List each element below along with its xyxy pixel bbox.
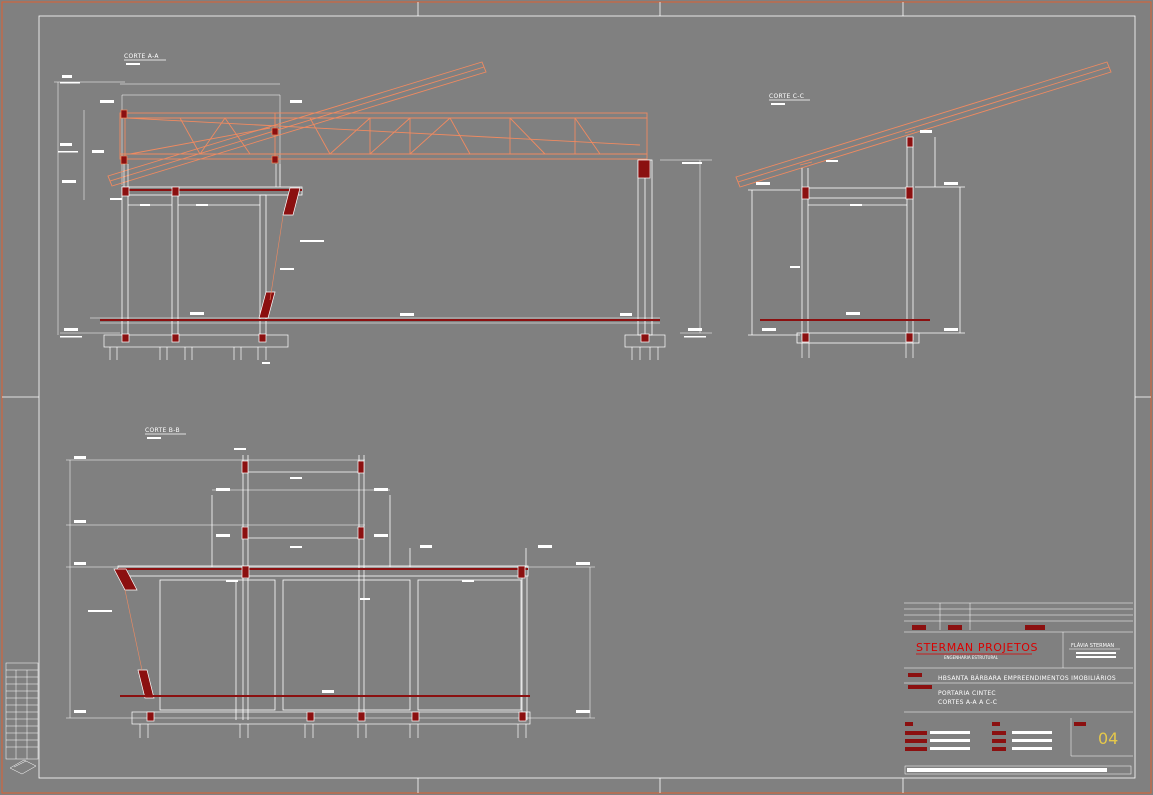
section-bb-tower [211,455,527,720]
section-aa-strut-lower [258,291,276,319]
section-bb: CORTE B-B [66,427,595,738]
section-aa-level-marks [58,75,706,364]
section-cc-canopy [735,61,1112,188]
client-name: HBSANTA BÁRBARA EMPREENDIMENTOS IMOBILIÁ… [938,675,1116,682]
section-cc-structure [748,137,965,344]
engineer-name: FLÁVIA STERMAN [1071,642,1114,649]
company-subtitle: ENGENHARIA ESTRUTURAL [944,655,999,660]
section-aa-dimensions [54,81,712,335]
project-title-line2: CORTES A-A A C-C [938,699,997,706]
section-bb-roof-slab [117,565,529,577]
signature-fields [905,722,1086,751]
section-bb-title: CORTE B-B [145,427,180,434]
section-aa-column-sections [121,159,651,343]
company-name: STERMAN PROJETOS [916,641,1038,654]
section-cc-column-sections [801,136,914,343]
project-title-line1: PORTARIA CINTEC [938,690,996,697]
section-cc: CORTE C-C [735,61,1112,358]
section-bb-walls [159,576,528,720]
section-aa-title: CORTE A-A [124,53,159,60]
sheet-number: 04 [1098,729,1118,748]
quantity-table [5,662,39,775]
section-aa: CORTE A-A [54,53,712,364]
section-bb-foundation [131,711,531,725]
section-aa-strut-upper [282,187,301,216]
section-cc-level-marks [756,130,958,331]
inner-frame [38,15,1136,779]
revision-table [904,602,1133,633]
section-bb-column-sections [146,460,527,722]
section-aa-walls [121,159,653,336]
section-aa-truss [107,61,648,187]
section-bb-strut-upper [113,568,138,591]
title-block: STERMAN PROJETOS ENGENHARIA ESTRUTURAL F… [904,602,1133,775]
section-cc-title: CORTE C-C [769,93,804,100]
section-bb-level-marks [74,448,590,713]
file-bar [904,765,1132,775]
section-bb-strut-lower [137,669,155,699]
section-aa-foundations [103,334,666,360]
